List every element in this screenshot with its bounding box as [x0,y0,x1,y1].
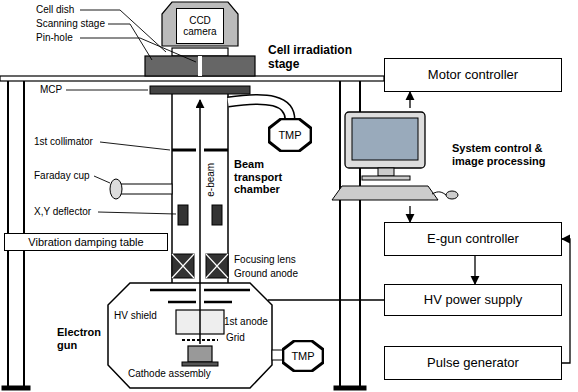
computer-icon [332,112,458,200]
part-label: Grid [226,332,245,344]
signal-arrow [409,206,410,222]
computer-icon [352,118,418,160]
transport-pipe [228,99,290,120]
camera-body [162,2,238,46]
part-label: Faraday cup [34,170,90,182]
signal-arrow [409,92,410,108]
gun-chamber [204,289,250,292]
part-label: Focusing lens [234,254,296,266]
node-text: E-gun controller [427,232,519,247]
section-label: Cell irradiation stage [268,44,380,72]
part-label: 1st anode [224,316,268,328]
leader-lines [98,212,176,214]
node-text: TMP [278,129,301,142]
leader-lines [80,10,166,52]
octagon-outline [269,119,311,152]
support-frame [0,76,384,390]
faraday-cup [110,179,172,199]
signal-arrow [562,239,570,363]
support-frame [334,386,366,390]
gun-chamber [268,299,384,300]
leader-lines [100,142,170,150]
irradiation-stage [172,48,228,56]
generator-box: Pulse generator [384,346,562,380]
computer-icon [446,191,458,199]
section-label: Beam transport chamber [234,158,298,196]
leader-lines [66,90,148,91]
pump-octagon: TMP [282,340,324,372]
camera-body [162,2,238,46]
gun-chamber [108,283,384,388]
gun-chamber [168,301,196,304]
computer-station: System control & image processing [330,108,572,206]
xy-deflector [178,205,188,225]
faraday-cup [110,179,122,199]
part-label: Ground anode [234,268,298,280]
part-label: HV shield [114,310,157,322]
part-label: Pin-hole [36,32,73,44]
collimator [204,149,228,152]
gun-chamber [182,362,218,366]
pump-octagon: TMP [268,118,312,152]
mcp-plate [150,86,250,94]
gun-chamber [204,301,232,304]
node-text: HV power supply [424,293,522,308]
gun-chamber [150,289,196,292]
computer-icon [432,192,446,195]
part-label: e-beam [205,163,217,197]
controller-box: Motor controller [384,58,562,92]
irradiation-stage [145,48,255,76]
camera-box: CCD camera [176,8,224,44]
irradiation-stage [198,56,202,76]
support-frame [0,76,384,81]
section-label: Electron gun [57,326,107,351]
node-text: TMP [291,350,314,363]
part-label: X,Y deflector [34,206,91,218]
leader-lines [108,24,152,60]
mcp-plate [150,86,250,94]
node-text: Motor controller [428,68,518,83]
node-text: Vibration damping table [28,236,143,249]
controller-box: E-gun controller [384,222,562,256]
collimator [172,149,196,152]
signal-arrow [474,256,475,284]
xy-deflector [212,205,222,225]
transport-pipe [228,99,290,120]
computer-icon [362,176,410,180]
octagon-outline [283,341,323,372]
power-supply-box: HV power supply [384,284,562,316]
leader-lines [94,176,110,183]
part-label: MCP [40,84,62,96]
support-frame [2,386,30,390]
electron-beam [200,100,201,344]
node-text: CCD camera [177,15,223,38]
computer-icon [378,168,394,176]
computer-icon [345,112,425,168]
part-label: Cell dish [36,4,74,16]
table-band: Vibration damping table [4,233,168,251]
computer-icon [332,186,438,200]
gun-chamber [188,346,212,362]
part-label: Cathode assembly [128,368,211,380]
gun-chamber [108,283,272,388]
transport-pipe [228,99,290,120]
node-text: Pulse generator [427,356,519,371]
electron-beam [199,100,201,344]
node-text: System control & image processing [452,142,572,167]
irradiation-stage [145,56,255,76]
part-label: 1st collimator [34,136,93,148]
faraday-cup [118,184,172,194]
part-label: Scanning stage [36,18,105,30]
support-frame [339,81,341,388]
